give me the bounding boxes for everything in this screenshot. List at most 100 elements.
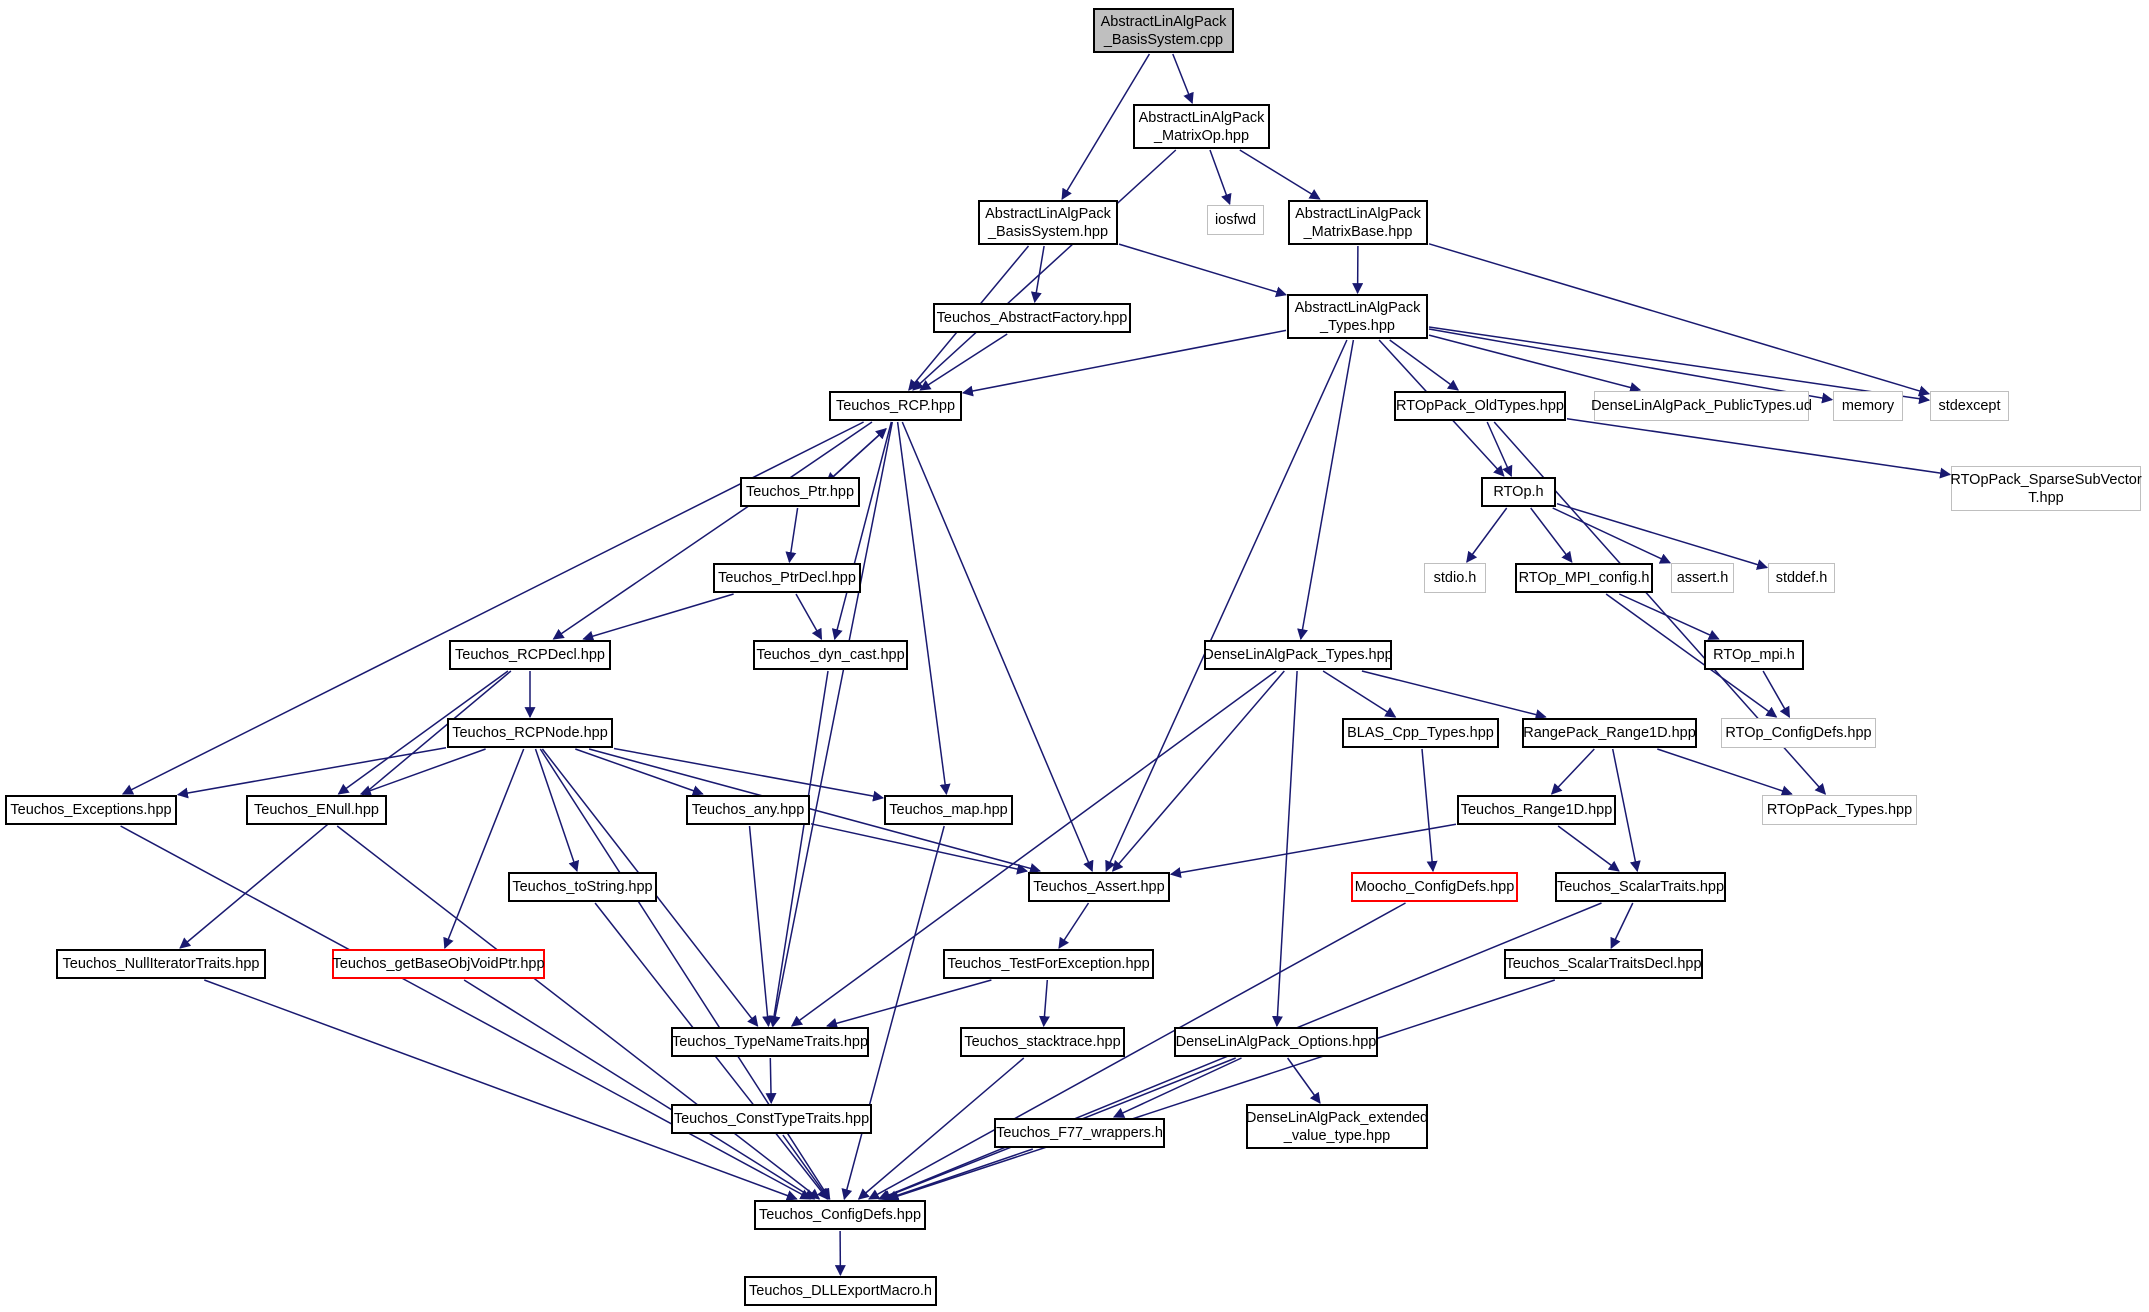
edge-matrixbase-to-stdexcept	[1428, 243, 1931, 397]
node-rcpnode[interactable]: Teuchos_RCPNode.hpp	[447, 718, 613, 748]
edge-enull-to-configdefs	[336, 825, 821, 1200]
node-alp_types[interactable]: AbstractLinAlgPack _Types.hpp	[1287, 294, 1428, 339]
edge-alp_types-to-dla_types	[1297, 339, 1355, 641]
edge-range1d_rp-to-rtoppack_types	[1657, 748, 1793, 797]
edge-dla_types-to-blas	[1322, 670, 1397, 718]
node-stdexcept[interactable]: stdexcept	[1930, 391, 2009, 421]
edge-dla_types-to-range1d_rp	[1361, 670, 1547, 720]
edge-testforexc-to-typenametraits	[826, 979, 992, 1029]
node-moocho[interactable]: Moocho_ConfigDefs.hpp	[1351, 872, 1518, 902]
node-rcp[interactable]: Teuchos_RCP.hpp	[829, 391, 962, 421]
edge-rcp-to-assert	[901, 421, 1094, 873]
node-scalartraitsdecl[interactable]: Teuchos_ScalarTraitsDecl.hpp	[1504, 949, 1703, 979]
edge-scalartraitsdecl-to-configdefs	[887, 979, 1556, 1202]
edge-dla_options-to-extvalue	[1286, 1057, 1321, 1104]
node-publictypes[interactable]: DenseLinAlgPack_PublicTypes.ud	[1591, 391, 1812, 421]
edge-rtop_h-to-mpiconfig	[1530, 507, 1573, 563]
edge-basissys_hpp-to-alp_types	[1118, 243, 1288, 298]
node-ptrdecl[interactable]: Teuchos_PtrDecl.hpp	[713, 563, 861, 593]
node-rcpdecl[interactable]: Teuchos_RCPDecl.hpp	[449, 640, 611, 670]
edge-alp_types-to-assert	[1105, 339, 1348, 873]
edge-rcpnode-to-exceptions	[176, 746, 447, 799]
node-assert_h[interactable]: assert.h	[1671, 563, 1734, 593]
node-stacktrace[interactable]: Teuchos_stacktrace.hpp	[960, 1027, 1125, 1057]
node-memory[interactable]: memory	[1833, 391, 1903, 421]
node-assert[interactable]: Teuchos_Assert.hpp	[1028, 872, 1170, 902]
node-sparsesub[interactable]: RTOpPack_SparseSubVector T.hpp	[1950, 466, 2142, 511]
edge-rcpdecl-to-enull	[337, 670, 509, 795]
node-tostring[interactable]: Teuchos_toString.hpp	[508, 872, 657, 902]
edge-rtop_h-to-assert_h	[1552, 507, 1671, 564]
edge-rtop_mpi-to-rtop_configdefs	[1762, 670, 1791, 718]
node-basissys_hpp[interactable]: AbstractLinAlgPack _BasisSystem.hpp	[978, 200, 1118, 245]
edge-matrixop-to-matrixbase	[1239, 149, 1321, 200]
edge-rcp-to-dyncast	[831, 421, 893, 641]
node-ptr[interactable]: Teuchos_Ptr.hpp	[740, 477, 860, 507]
edge-alp_types-to-rcp	[961, 329, 1287, 397]
edge-range1d_rp-to-scalartraits	[1611, 748, 1641, 873]
node-dllexport[interactable]: Teuchos_DLLExportMacro.h	[744, 1276, 937, 1306]
edge-range1d_t-to-assert	[1169, 823, 1457, 879]
node-map[interactable]: Teuchos_map.hpp	[884, 795, 1013, 825]
edge-moocho-to-configdefs	[868, 902, 1406, 1200]
edge-alp_types-to-oldtypes	[1389, 339, 1459, 391]
node-typenametraits[interactable]: Teuchos_TypeNameTraits.hpp	[671, 1027, 869, 1057]
edge-nulliter-to-configdefs	[204, 979, 798, 1201]
node-dla_types[interactable]: DenseLinAlgPack_Types.hpp	[1203, 640, 1393, 670]
node-rtop_h[interactable]: RTOp.h	[1481, 477, 1556, 507]
node-matrixbase[interactable]: AbstractLinAlgPack _MatrixBase.hpp	[1288, 200, 1428, 245]
edge-consttypetraits-to-configdefs	[782, 1134, 830, 1200]
node-range1d_rp[interactable]: RangePack_Range1D.hpp	[1522, 718, 1697, 748]
node-matrixop[interactable]: AbstractLinAlgPack _MatrixOp.hpp	[1133, 104, 1270, 149]
edge-dla_types-to-assert	[1111, 670, 1285, 872]
node-root[interactable]: AbstractLinAlgPack _BasisSystem.cpp	[1093, 8, 1234, 53]
node-stdio[interactable]: stdio.h	[1424, 563, 1486, 593]
node-rtop_configdefs[interactable]: RTOp_ConfigDefs.hpp	[1721, 718, 1876, 748]
node-dla_options[interactable]: DenseLinAlgPack_Options.hpp	[1174, 1027, 1378, 1057]
node-getbase[interactable]: Teuchos_getBaseObjVoidPtr.hpp	[332, 949, 545, 979]
node-consttypetraits[interactable]: Teuchos_ConstTypeTraits.hpp	[671, 1104, 872, 1134]
node-testforexc[interactable]: Teuchos_TestForException.hpp	[943, 949, 1154, 979]
edge-absfactory-to-rcp	[919, 333, 1008, 391]
edge-alp_types-to-publictypes	[1428, 334, 1642, 393]
node-dyncast[interactable]: Teuchos_dyn_cast.hpp	[753, 640, 908, 670]
node-enull[interactable]: Teuchos_ENull.hpp	[246, 795, 387, 825]
node-blas[interactable]: BLAS_Cpp_Types.hpp	[1342, 718, 1499, 748]
node-range1d_t[interactable]: Teuchos_Range1D.hpp	[1457, 795, 1616, 825]
node-rtop_mpi[interactable]: RTOp_mpi.h	[1704, 640, 1804, 670]
node-rtoppack_types[interactable]: RTOpPack_Types.hpp	[1762, 795, 1917, 825]
edge-scalartraits-to-scalartraitsdecl	[1610, 902, 1634, 949]
node-mpiconfig[interactable]: RTOp_MPI_config.h	[1515, 563, 1653, 593]
edge-rcpnode-to-any	[575, 748, 704, 796]
edge-rtop_h-to-stddef	[1556, 502, 1769, 570]
edge-alp_types-to-stdexcept	[1428, 326, 1931, 405]
edge-blas-to-moocho	[1421, 748, 1438, 873]
edge-rcpnode-to-map	[613, 747, 885, 802]
edge-exceptions-to-configdefs	[120, 825, 812, 1200]
node-oldtypes[interactable]: RTOpPack_OldTypes.hpp	[1394, 391, 1566, 421]
node-extvalue[interactable]: DenseLinAlgPack_extended _value_type.hpp	[1246, 1104, 1428, 1149]
node-stddef[interactable]: stddef.h	[1768, 563, 1835, 593]
node-exceptions[interactable]: Teuchos_Exceptions.hpp	[5, 795, 177, 825]
node-f77[interactable]: Teuchos_F77_wrappers.h	[994, 1118, 1165, 1148]
node-absfactory[interactable]: Teuchos_AbstractFactory.hpp	[933, 303, 1131, 333]
edge-rcpnode-to-getbase	[443, 748, 525, 950]
edge-rcpnode-to-assert	[588, 748, 1041, 874]
node-nulliter[interactable]: Teuchos_NullIteratorTraits.hpp	[56, 949, 266, 979]
node-iosfwd[interactable]: iosfwd	[1207, 205, 1264, 235]
node-configdefs[interactable]: Teuchos_ConfigDefs.hpp	[754, 1200, 926, 1230]
edge-rcp-to-rcpdecl	[552, 421, 873, 640]
edge-mpiconfig-to-rtop_configdefs	[1605, 593, 1778, 718]
node-scalartraits[interactable]: Teuchos_ScalarTraits.hpp	[1555, 872, 1726, 902]
edge-ptrdecl-to-dyncast	[795, 593, 823, 640]
edge-assert-to-testforexc	[1058, 902, 1090, 949]
edge-oldtypes-to-rtop_h	[1486, 421, 1513, 478]
node-any[interactable]: Teuchos_any.hpp	[686, 795, 810, 825]
edge-alp_types-to-memory	[1428, 328, 1834, 404]
edge-any-to-assert	[810, 823, 1029, 875]
edge-map-to-configdefs	[841, 825, 945, 1201]
edge-matrixop-to-iosfwd	[1209, 149, 1232, 206]
edge-dla_options-to-f77	[1113, 1057, 1242, 1118]
